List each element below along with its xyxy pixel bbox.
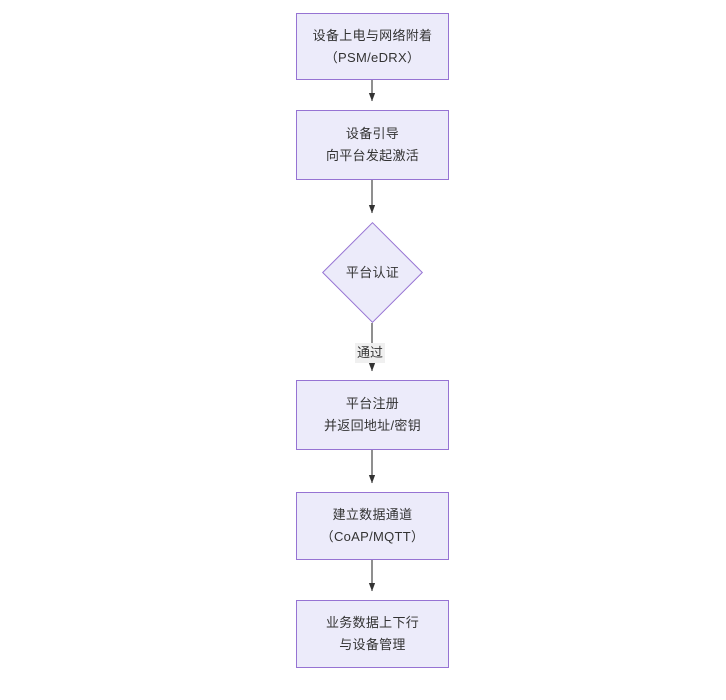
node-label: 平台注册 并返回地址/密钥: [323, 396, 421, 433]
node-platform-authentication[interactable]: 平台认证: [322, 222, 423, 323]
node-business-data-and-device-management[interactable]: 业务数据上下行 与设备管理: [296, 600, 449, 668]
node-device-bootstrap[interactable]: 设备引导 向平台发起激活: [296, 110, 449, 180]
node-establish-data-channel[interactable]: 建立数据通道 （CoAP/MQTT）: [296, 492, 449, 560]
node-label: 业务数据上下行 与设备管理: [325, 615, 420, 652]
node-label: 设备引导 向平台发起激活: [325, 126, 420, 163]
diamond-shape: [322, 222, 423, 323]
node-device-power-on[interactable]: 设备上电与网络附着 （PSM/eDRX）: [296, 13, 449, 80]
edge-label-pass: 通过: [355, 343, 386, 363]
node-platform-registration[interactable]: 平台注册 并返回地址/密钥: [296, 380, 449, 450]
node-label: 设备上电与网络附着 （PSM/eDRX）: [312, 27, 433, 65]
node-label: 平台认证: [345, 264, 400, 280]
node-label: 建立数据通道 （CoAP/MQTT）: [320, 507, 425, 544]
